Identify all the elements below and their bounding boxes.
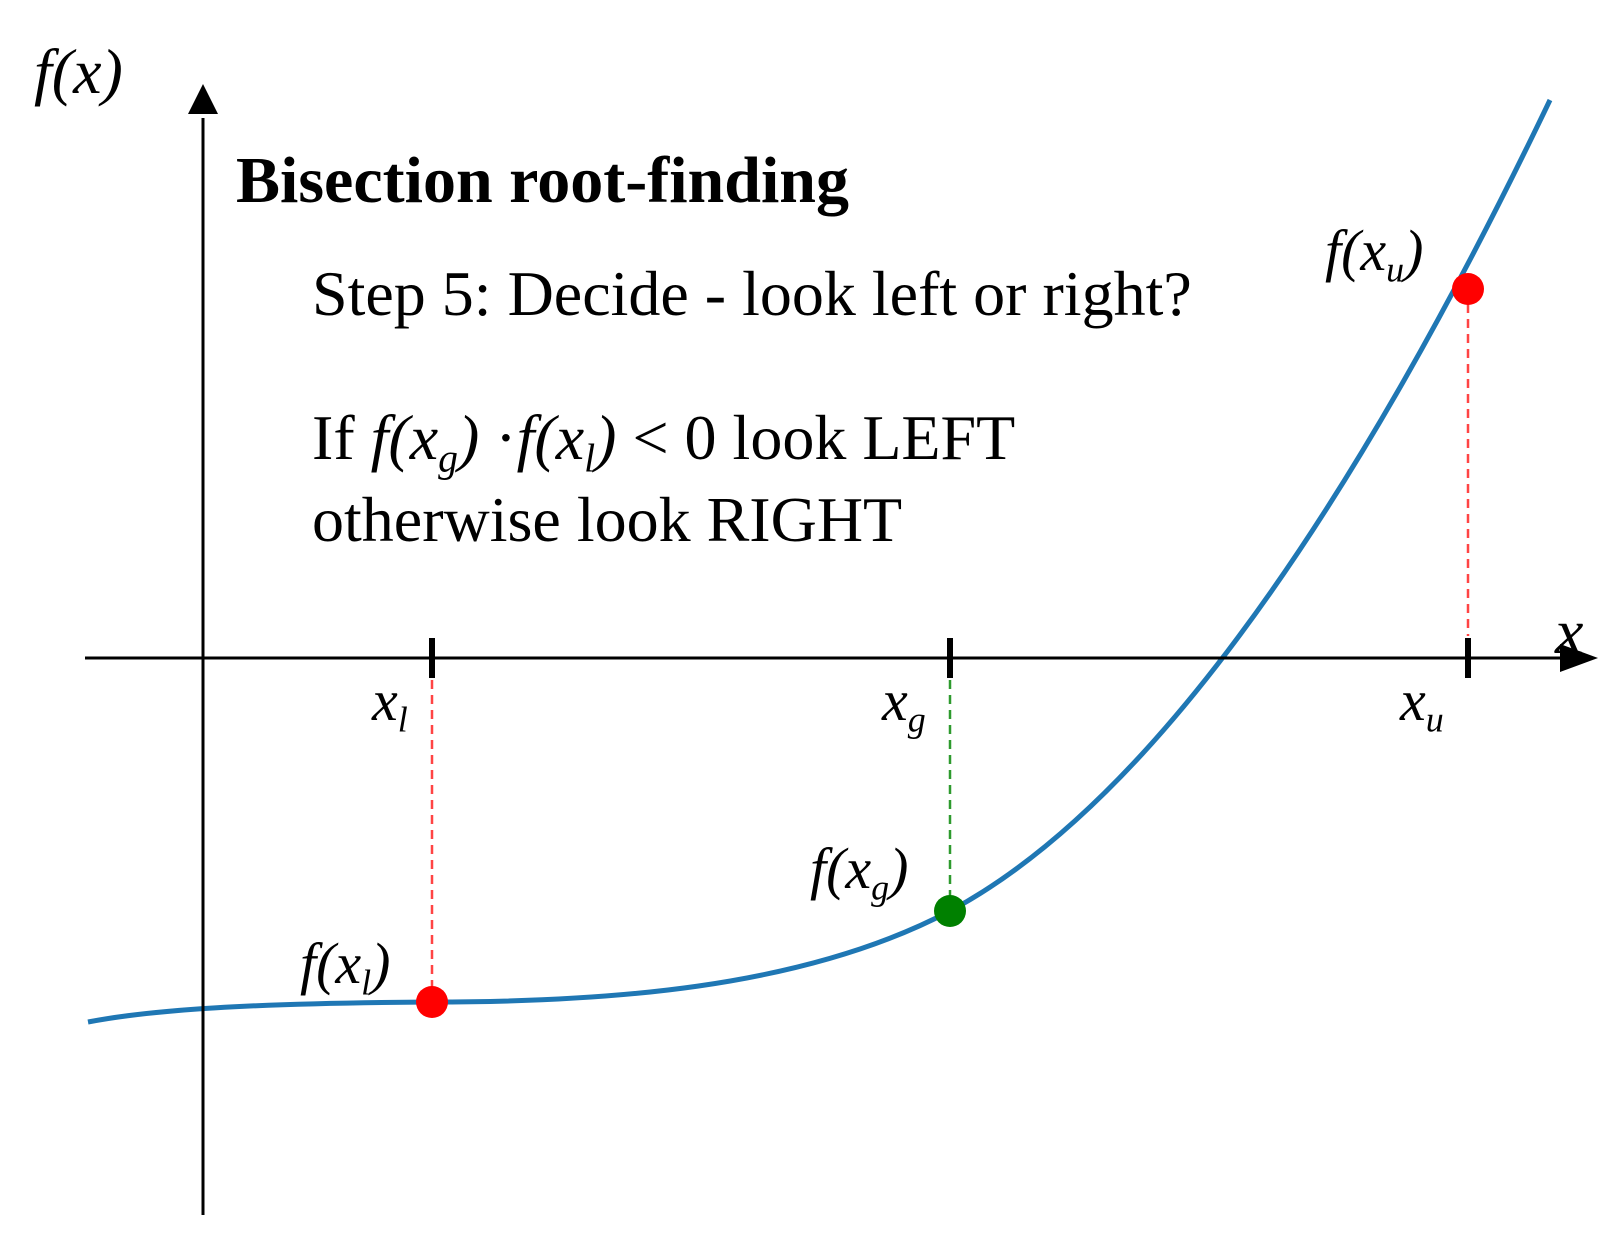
tick-label-xl: xl	[372, 668, 408, 740]
point-f-xg	[934, 895, 966, 927]
rule-line-1: If f(xg) ·f(xl) < 0 look LEFT	[312, 406, 1015, 479]
label-f-xg: f(xg)	[810, 836, 909, 908]
rule-line-2: otherwise look RIGHT	[312, 484, 903, 555]
point-f-xu	[1452, 273, 1484, 305]
rule-op: <	[632, 402, 669, 473]
tick-label-xu: xu	[1400, 668, 1444, 740]
label-f-xl: f(xl)	[300, 931, 391, 1003]
rule-f-xg: f(xg)	[370, 402, 480, 481]
diagram-title: Bisection root-finding	[236, 144, 849, 217]
y-axis-label: f(x)	[34, 36, 123, 107]
rule-value: 0	[684, 402, 717, 473]
point-f-xl	[416, 986, 448, 1018]
tick-label-xg: xg	[882, 668, 926, 740]
rule-dot: ·	[495, 402, 517, 473]
step-text: Step 5: Decide - look left or right?	[312, 258, 1192, 329]
y-axis-arrow	[188, 84, 218, 114]
rule-prefix: If	[312, 402, 355, 473]
rule-suffix: look LEFT	[732, 402, 1016, 473]
x-axis-label: x	[1555, 596, 1584, 667]
label-f-xu: f(xu)	[1325, 218, 1424, 290]
function-curve	[87, 98, 1553, 1025]
x-axis-arrow	[1560, 644, 1598, 672]
rule-f-xl: f(xl)	[516, 402, 617, 481]
